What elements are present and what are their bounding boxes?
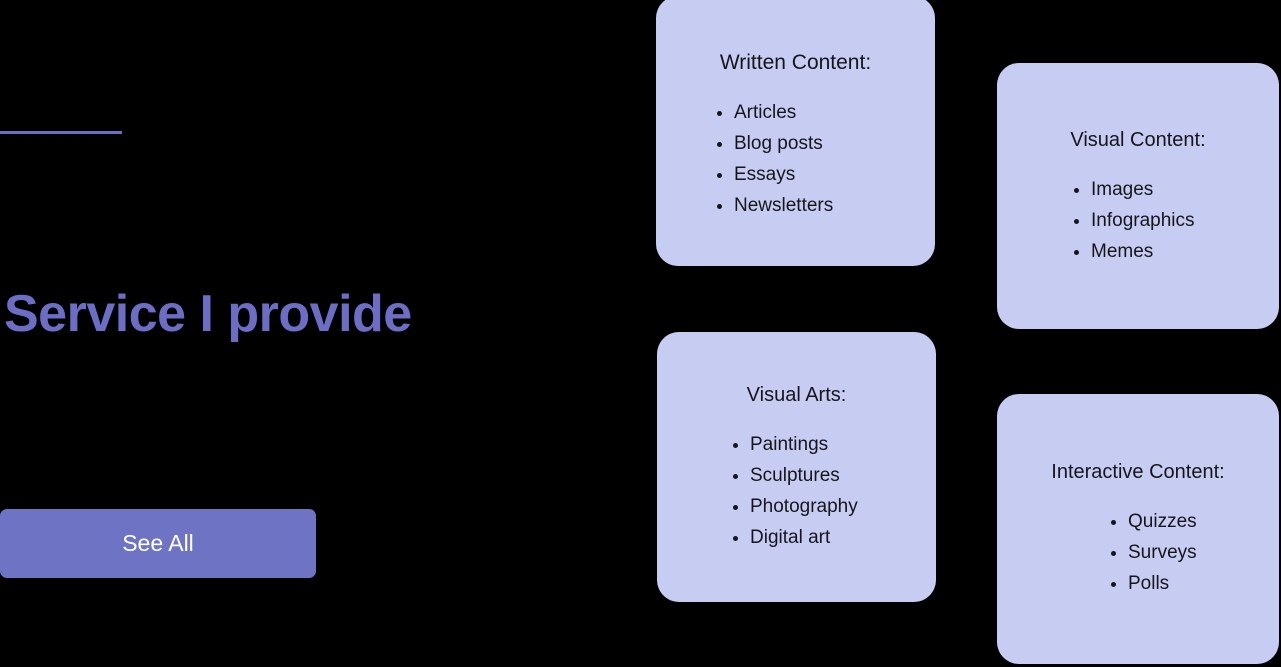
card-title-visual-content: Visual Content: — [1070, 129, 1206, 151]
list-item: Articles — [715, 97, 935, 128]
see-all-button[interactable]: See All — [0, 509, 316, 578]
list-item: Essays — [715, 159, 935, 190]
card-interactive-content[interactable]: Interactive Content: Quizzes Surveys Pol… — [997, 394, 1279, 664]
list-item: Sculptures — [731, 460, 936, 491]
list-item: Infographics — [1072, 205, 1279, 236]
list-item: Images — [1072, 174, 1279, 205]
card-list-written-content: Articles Blog posts Essays Newsletters — [715, 97, 935, 221]
card-title-written-content: Written Content: — [719, 51, 872, 74]
list-item: Paintings — [731, 429, 936, 460]
accent-rule-divider — [0, 131, 122, 134]
card-list-visual-content: Images Infographics Memes — [1072, 174, 1279, 267]
card-title-visual-arts: Visual Arts: — [746, 384, 847, 406]
card-list-interactive-content: Quizzes Surveys Polls — [1109, 506, 1279, 599]
list-item: Newsletters — [715, 190, 935, 221]
card-title-interactive-content: Interactive Content: — [1051, 461, 1225, 483]
card-written-content[interactable]: Written Content: Articles Blog posts Ess… — [656, 0, 935, 266]
list-item: Digital art — [731, 522, 936, 553]
list-item: Memes — [1072, 236, 1279, 267]
card-visual-content[interactable]: Visual Content: Images Infographics Meme… — [997, 63, 1279, 329]
page-title: Service I provide — [4, 284, 412, 343]
list-item: Quizzes — [1109, 506, 1279, 537]
list-item: Surveys — [1109, 537, 1279, 568]
card-list-visual-arts: Paintings Sculptures Photography Digital… — [731, 429, 936, 553]
list-item: Polls — [1109, 568, 1279, 599]
card-visual-arts[interactable]: Visual Arts: Paintings Sculptures Photog… — [657, 332, 936, 602]
list-item: Blog posts — [715, 128, 935, 159]
list-item: Photography — [731, 491, 936, 522]
